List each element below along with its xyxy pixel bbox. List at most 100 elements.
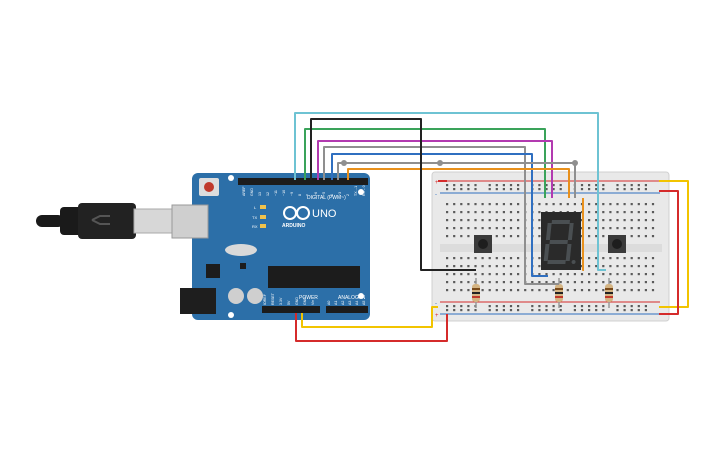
breadboard-hole[interactable] <box>588 188 591 191</box>
breadboard-hole[interactable] <box>616 305 619 308</box>
breadboard-hole[interactable] <box>517 265 520 268</box>
breadboard-hole[interactable] <box>595 289 598 292</box>
breadboard-hole[interactable] <box>573 203 576 206</box>
breadboard-hole[interactable] <box>595 219 598 222</box>
breadboard-hole[interactable] <box>637 203 640 206</box>
wire-cyan[interactable] <box>294 112 606 271</box>
wire-red-power[interactable] <box>295 313 448 342</box>
breadboard-hole[interactable] <box>637 188 640 191</box>
breadboard-hole[interactable] <box>453 273 456 276</box>
breadboard-hole[interactable] <box>552 273 555 276</box>
breadboard-hole[interactable] <box>623 219 626 222</box>
breadboard-hole[interactable] <box>460 227 463 230</box>
breadboard-hole[interactable] <box>509 305 513 308</box>
breadboard-hole[interactable] <box>488 281 491 284</box>
breadboard-hole[interactable] <box>644 281 647 284</box>
breadboard-hole[interactable] <box>637 273 640 276</box>
breadboard-hole[interactable] <box>630 184 633 187</box>
breadboard-hole[interactable] <box>623 281 626 284</box>
breadboard-hole[interactable] <box>545 281 548 284</box>
breadboard-hole[interactable] <box>538 289 541 292</box>
breadboard-hole[interactable] <box>595 188 598 191</box>
breadboard-hole[interactable] <box>446 184 449 187</box>
breadboard-hole[interactable] <box>644 305 647 308</box>
breadboard-hole[interactable] <box>566 289 569 292</box>
breadboard-hole[interactable] <box>517 184 520 187</box>
breadboard-hole[interactable] <box>481 219 484 222</box>
breadboard-hole[interactable] <box>559 273 562 276</box>
breadboard-hole[interactable] <box>637 305 640 308</box>
breadboard-hole[interactable] <box>481 281 484 284</box>
wire-yellow-rail[interactable] <box>659 180 689 308</box>
breadboard-hole[interactable] <box>602 235 605 238</box>
breadboard-hole[interactable] <box>538 235 541 238</box>
breadboard-hole[interactable] <box>616 188 619 191</box>
breadboard-hole[interactable] <box>538 265 541 268</box>
breadboard-hole[interactable] <box>637 227 640 230</box>
breadboard-hole[interactable] <box>623 289 626 292</box>
breadboard-hole[interactable] <box>467 188 470 191</box>
breadboard-hole[interactable] <box>616 203 619 206</box>
breadboard-hole[interactable] <box>588 235 591 238</box>
breadboard-hole[interactable] <box>446 265 449 268</box>
breadboard-hole[interactable] <box>580 184 584 187</box>
breadboard-hole[interactable] <box>644 273 647 276</box>
breadboard-hole[interactable] <box>474 188 477 191</box>
breadboard-hole[interactable] <box>573 289 576 292</box>
breadboard-hole[interactable] <box>552 203 555 206</box>
breadboard-hole[interactable] <box>453 289 456 292</box>
breadboard-hole[interactable] <box>644 309 647 312</box>
breadboard-hole[interactable] <box>552 305 555 308</box>
breadboard-hole[interactable] <box>580 305 584 308</box>
breadboard-hole[interactable] <box>644 219 647 222</box>
breadboard-hole[interactable] <box>595 281 598 284</box>
breadboard-hole[interactable] <box>446 227 449 230</box>
breadboard-hole[interactable] <box>637 184 640 187</box>
breadboard-hole[interactable] <box>630 235 633 238</box>
breadboard-hole[interactable] <box>602 203 605 206</box>
breadboard-hole[interactable] <box>481 273 484 276</box>
breadboard-hole[interactable] <box>453 211 456 214</box>
breadboard-hole[interactable] <box>538 203 541 206</box>
breadboard-hole[interactable] <box>502 219 505 222</box>
push-button-left[interactable] <box>474 235 492 253</box>
breadboard-hole[interactable] <box>495 273 498 276</box>
breadboard-hole[interactable] <box>474 265 477 268</box>
breadboard-hole[interactable] <box>602 219 605 222</box>
breadboard-hole[interactable] <box>460 281 463 284</box>
breadboard-hole[interactable] <box>488 219 491 222</box>
usb-cable[interactable] <box>36 203 173 239</box>
breadboard-hole[interactable] <box>573 305 576 308</box>
breadboard-hole[interactable] <box>651 235 655 238</box>
breadboard-hole[interactable] <box>481 211 484 214</box>
breadboard-hole[interactable] <box>609 281 612 284</box>
breadboard-hole[interactable] <box>453 203 456 206</box>
wire-yellow-ground[interactable] <box>301 306 438 328</box>
breadboard-hole[interactable] <box>531 305 534 308</box>
breadboard-hole[interactable] <box>474 203 477 206</box>
breadboard-hole[interactable] <box>630 188 633 191</box>
breadboard-hole[interactable] <box>474 211 477 214</box>
breadboard-hole[interactable] <box>651 211 655 214</box>
breadboard-hole[interactable] <box>545 184 548 187</box>
breadboard-hole[interactable] <box>509 203 513 206</box>
breadboard-hole[interactable] <box>644 188 647 191</box>
breadboard-hole[interactable] <box>474 184 477 187</box>
breadboard-hole[interactable] <box>651 257 655 260</box>
breadboard-hole[interactable] <box>588 305 591 308</box>
breadboard-hole[interactable] <box>453 281 456 284</box>
breadboard-hole[interactable] <box>517 281 520 284</box>
breadboard-hole[interactable] <box>488 188 491 191</box>
breadboard-hole[interactable] <box>495 289 498 292</box>
breadboard-hole[interactable] <box>559 281 562 284</box>
breadboard-hole[interactable] <box>602 265 605 268</box>
breadboard-hole[interactable] <box>446 257 449 260</box>
breadboard-hole[interactable] <box>502 257 505 260</box>
breadboard-hole[interactable] <box>651 219 655 222</box>
breadboard-hole[interactable] <box>644 211 647 214</box>
breadboard-hole[interactable] <box>588 184 591 187</box>
breadboard-hole[interactable] <box>453 305 456 308</box>
breadboard-hole[interactable] <box>623 309 626 312</box>
breadboard-hole[interactable] <box>453 257 456 260</box>
breadboard-hole[interactable] <box>602 273 605 276</box>
